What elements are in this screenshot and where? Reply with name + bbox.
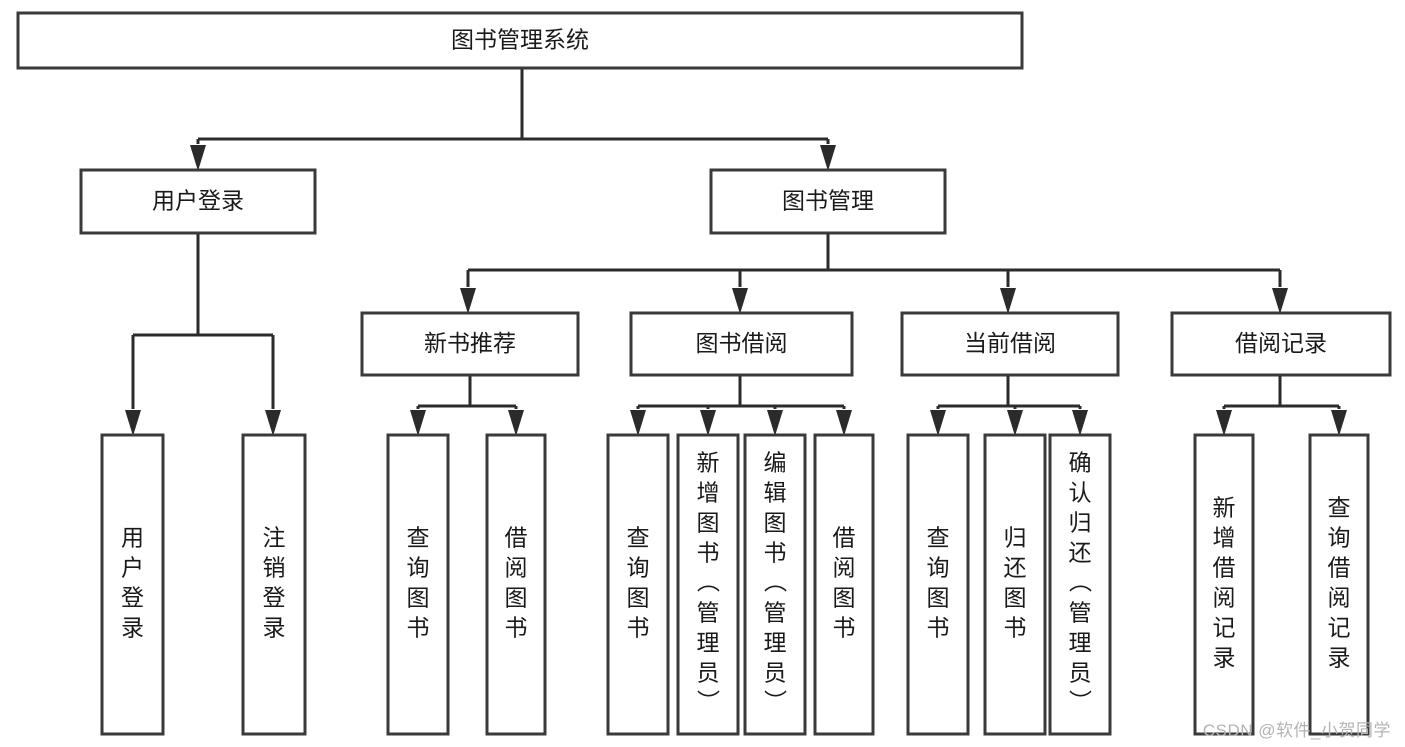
arrow-head-icon — [410, 410, 426, 436]
tree-node-leaf-confirm-return[interactable]: 确认归还（管理员） — [1048, 433, 1112, 736]
tree-node-leaf-add-record[interactable]: 新增借阅记录 — [1193, 433, 1255, 736]
arrow-head-icon — [1272, 288, 1288, 314]
tree-node-leaf-query-book-1[interactable]: 查询图书 — [386, 433, 450, 736]
node-label: 查询借阅记录 — [1328, 495, 1351, 671]
node-box[interactable] — [629, 311, 854, 377]
node-box[interactable] — [743, 433, 807, 736]
arrow-head-icon — [1072, 410, 1088, 436]
node-box[interactable] — [606, 433, 670, 736]
node-box[interactable] — [100, 433, 165, 736]
node-box[interactable] — [1193, 433, 1255, 736]
connector-group — [930, 375, 1088, 436]
node-label: 借阅图书 — [833, 525, 856, 641]
node-label: 图书管理 — [782, 188, 874, 214]
connector-group — [630, 375, 852, 436]
tree-node-current-borrow[interactable]: 当前借阅 — [900, 311, 1120, 377]
arrow-head-icon — [767, 410, 783, 436]
node-box[interactable] — [709, 168, 947, 235]
node-label: 新增图书（管理员） — [697, 450, 721, 716]
node-label: 借阅图书 — [505, 525, 528, 641]
arrow-head-icon — [460, 288, 476, 314]
tree-node-leaf-logout[interactable]: 注销登录 — [241, 433, 307, 736]
node-label: 图书管理系统 — [451, 27, 589, 53]
tree-node-leaf-borrow-book-2[interactable]: 借阅图书 — [813, 433, 875, 736]
node-label: 查询图书 — [927, 525, 950, 641]
node-box[interactable] — [485, 433, 547, 736]
arrow-head-icon — [1331, 410, 1347, 436]
node-label: 编辑图书（管理员） — [764, 450, 788, 716]
arrow-head-icon — [630, 410, 646, 436]
arrow-head-icon — [836, 410, 852, 436]
tree-node-book-borrow[interactable]: 图书借阅 — [629, 311, 854, 377]
node-label: 查询图书 — [627, 525, 650, 641]
node-box[interactable] — [360, 311, 580, 377]
arrow-head-icon — [125, 410, 141, 436]
node-label: 归还图书 — [1004, 525, 1027, 641]
tree-node-borrow-record[interactable]: 借阅记录 — [1170, 311, 1392, 377]
node-box[interactable] — [16, 11, 1024, 70]
node-label: 当前借阅 — [964, 330, 1056, 356]
arrow-head-icon — [1216, 410, 1232, 436]
node-label: 用户登录 — [121, 525, 144, 641]
connector-group — [125, 233, 281, 436]
arrow-head-icon — [820, 145, 836, 171]
node-label: 借阅记录 — [1235, 330, 1327, 356]
node-box[interactable] — [983, 433, 1047, 736]
tree-node-root[interactable]: 图书管理系统 — [16, 11, 1024, 70]
arrow-head-icon — [190, 145, 206, 171]
arrow-head-icon — [265, 410, 281, 436]
connector-group — [460, 233, 1288, 314]
node-box[interactable] — [241, 433, 307, 736]
arrow-head-icon — [700, 410, 716, 436]
node-box[interactable] — [79, 168, 317, 235]
arrow-head-icon — [1000, 288, 1016, 314]
tree-node-leaf-return-book[interactable]: 归还图书 — [983, 433, 1047, 736]
node-box[interactable] — [1048, 433, 1112, 736]
tree-node-user-login[interactable]: 用户登录 — [79, 168, 317, 235]
connector-group — [190, 68, 836, 171]
connector-group — [410, 375, 524, 436]
node-label: 注销登录 — [263, 525, 286, 641]
node-box[interactable] — [906, 433, 970, 736]
node-label: 新增借阅记录 — [1213, 495, 1236, 671]
node-label: 图书借阅 — [696, 330, 788, 356]
tree-node-leaf-edit-book[interactable]: 编辑图书（管理员） — [743, 433, 807, 736]
node-box[interactable] — [676, 433, 740, 736]
node-label: 新书推荐 — [424, 330, 516, 356]
arrow-head-icon — [732, 288, 748, 314]
node-label: 用户登录 — [152, 188, 244, 214]
node-label: 查询图书 — [407, 525, 430, 641]
tree-node-leaf-query-book-2[interactable]: 查询图书 — [606, 433, 670, 736]
tree-node-leaf-query-book-3[interactable]: 查询图书 — [906, 433, 970, 736]
arrow-head-icon — [508, 410, 524, 436]
tree-node-leaf-user-login[interactable]: 用户登录 — [100, 433, 165, 736]
connector-group — [1216, 375, 1347, 436]
node-box[interactable] — [900, 311, 1120, 377]
node-label: 确认归还（管理员） — [1069, 450, 1093, 716]
tree-node-leaf-query-record[interactable]: 查询借阅记录 — [1308, 433, 1370, 736]
arrow-head-icon — [930, 410, 946, 436]
node-box[interactable] — [386, 433, 450, 736]
node-box[interactable] — [813, 433, 875, 736]
tree-node-new-book-rec[interactable]: 新书推荐 — [360, 311, 580, 377]
tree-node-book-manage[interactable]: 图书管理 — [709, 168, 947, 235]
tree-node-leaf-add-book[interactable]: 新增图书（管理员） — [676, 433, 740, 736]
arrow-head-icon — [1007, 410, 1023, 436]
tree-node-leaf-borrow-book-1[interactable]: 借阅图书 — [485, 433, 547, 736]
node-box[interactable] — [1170, 311, 1392, 377]
node-box[interactable] — [1308, 433, 1370, 736]
